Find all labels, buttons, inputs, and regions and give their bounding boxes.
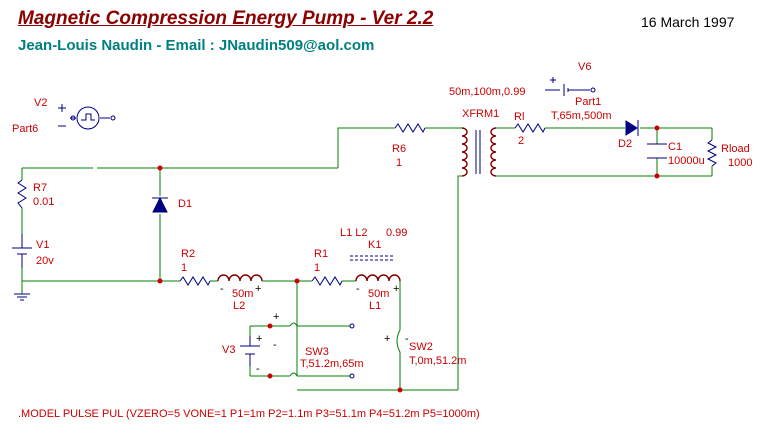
l1-label: L1 [369,300,381,312]
v2-pulse-source: V2 Part6 [12,97,116,135]
sw3-label: SW3 [305,346,329,358]
v6-part: Part1 [575,96,601,108]
sw2-minus: - [405,333,409,345]
v2-label: V2 [34,97,47,109]
xfrm1-value: 50m,100m,0.99 [449,86,525,98]
xfrm1-transformer: 50m,100m,0.99 XFRM1 [449,86,525,177]
sw2-value: T,0m,51.2m [409,355,466,367]
schematic-title: Magnetic Compression Energy Pump - Ver 2… [18,8,434,29]
l2-label: L2 [233,300,245,312]
sw2-switch: + - SW2 T,0m,51.2m [384,329,466,367]
r6-label: R6 [392,143,406,155]
rload-resistor: Rload 1000 [706,139,752,169]
l2-inductor: - + 50m L2 [217,274,263,312]
rl-value: 2 [518,135,524,147]
v1-value: 20v [36,255,54,267]
rl-resistor: Rl 2 [514,111,546,147]
v3-minus: - [256,363,260,375]
d2-diode: D2 [618,120,639,150]
d1-diode: D1 [152,196,192,213]
l2-plus: + [255,283,261,295]
r6-value: 1 [396,157,402,169]
sw3-minus: - [273,339,277,351]
sw2-plus: + [384,333,390,345]
k1-inductors: L1 L2 [340,227,368,239]
v3-battery: + - V3 [222,333,262,375]
wires [21,127,713,391]
rload-value: 1000 [728,157,752,169]
l1-value: 50m [368,288,389,300]
r7-value: 0.01 [33,196,54,208]
r6-resistor: R6 1 [392,123,426,169]
v6-label: V6 [578,61,591,73]
date-label: 16 March 1997 [641,14,735,30]
sw3-plus: + [273,311,279,323]
k1-value: 0.99 [386,227,407,239]
r1-label: R1 [314,248,328,260]
r2-label: R2 [181,248,195,260]
d2-label: D2 [618,138,632,150]
v1-battery: V1 20v [12,234,54,301]
v1-label: V1 [36,239,49,251]
r1-value: 1 [314,262,320,274]
k1-coupling: L1 L2 0.99 K1 [340,227,407,261]
d1-label: D1 [178,198,192,210]
c1-value: 10000u [668,155,705,167]
pulse-model-text: .MODEL PULSE PUL (VZERO=5 VONE=1 P1=1m P… [18,408,480,420]
l1-plus: + [393,283,399,295]
sw2-label: SW2 [409,341,433,353]
l1-minus: - [356,283,360,295]
c1-capacitor: C1 10000u [647,141,705,167]
v3-plus: + [256,333,262,345]
l2-value: 50m [232,288,253,300]
junction-dots [157,125,660,393]
author-line: Jean-Louis Naudin - Email : JNaudin509@a… [18,37,375,54]
r7-label: R7 [33,182,47,194]
sw3-switch: + - SW3 T,51.2m,65m [273,311,364,379]
rl-label: Rl [514,111,524,123]
v6-value: T,65m,500m [551,110,612,122]
v6-source: V6 Part1 T,65m,500m [545,61,612,122]
sw3-value: T,51.2m,65m [300,358,364,370]
xfrm1-label: XFRM1 [462,108,499,120]
r2-value: 1 [181,262,187,274]
r2-resistor: R2 1 [179,248,211,287]
r7-resistor: R7 0.01 [17,179,54,209]
c1-label: C1 [668,141,682,153]
l2-minus: - [220,283,224,295]
k1-label: K1 [368,239,381,251]
v3-label: V3 [222,344,235,356]
l1-inductor: - + 50m L1 [355,274,401,312]
rload-label: Rload [721,143,750,155]
v2-part: Part6 [12,123,38,135]
r1-resistor: R1 1 [311,248,343,287]
